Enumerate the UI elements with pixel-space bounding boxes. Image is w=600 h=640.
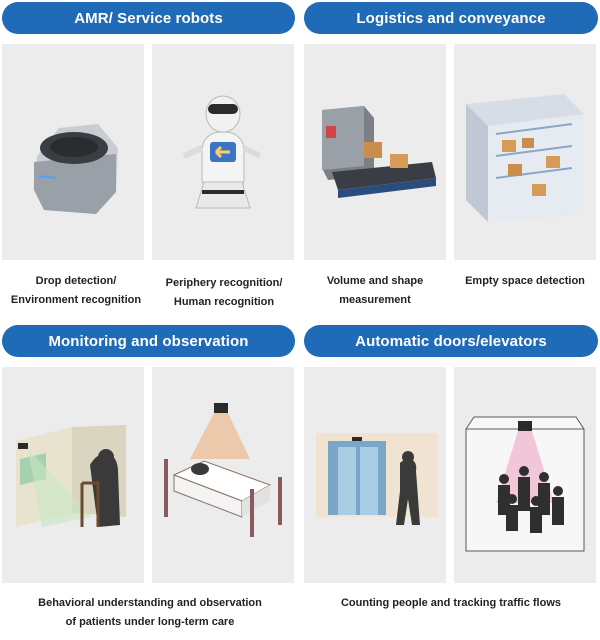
illustration-card-elevator (454, 367, 596, 583)
section-title: Logistics and conveyance (356, 9, 546, 27)
service-robot-illustration (182, 95, 262, 209)
elevator-people-illustration (465, 416, 585, 552)
caption-behavioral-understanding: Behavioral understanding and observation… (38, 597, 262, 628)
cleaning-robot-illustration (34, 124, 118, 214)
automatic-door-illustration (316, 433, 438, 525)
section-header-monitoring: Monitoring and observation (2, 325, 295, 357)
hospital-bed-illustration (164, 403, 282, 537)
illustration-card-care-room (2, 367, 144, 583)
section-title: Automatic doors/elevators (355, 332, 547, 350)
illustration-card-conveyor (304, 44, 446, 260)
care-room-walker-illustration (16, 425, 126, 527)
section-header-amr: AMR/ Service robots (2, 2, 295, 34)
conveyor-scanner-illustration (322, 106, 436, 198)
caption-counting-people: Counting people and tracking traffic flo… (340, 597, 561, 609)
caption-periphery-recognition: Periphery recognition/ Human recognition (165, 277, 283, 308)
warehouse-shelves-illustration (466, 94, 584, 222)
section-title: Monitoring and observation (48, 332, 249, 350)
section-title: AMR/ Service robots (74, 9, 223, 27)
caption-volume-measurement: Volume and shape measurement (326, 275, 424, 306)
caption-drop-detection: Drop detection/ Environment recognition (10, 275, 142, 306)
illustration-card-warehouse (454, 44, 596, 260)
illustration-card-automatic-door (304, 367, 446, 583)
illustration-card-bed (152, 367, 294, 583)
section-header-logistics: Logistics and conveyance (304, 2, 598, 34)
section-header-doors: Automatic doors/elevators (304, 325, 598, 357)
illustration-card-service-robot (152, 44, 294, 260)
illustration-card-cleaning-robot (2, 44, 144, 260)
caption-empty-space: Empty space detection (465, 275, 585, 287)
